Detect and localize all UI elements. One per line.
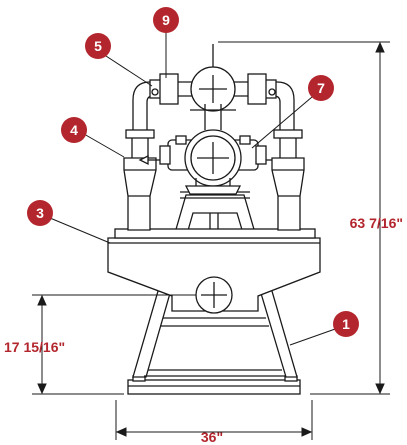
base-skid <box>127 375 301 395</box>
inlet-port <box>195 276 233 314</box>
svg-text:1: 1 <box>342 316 350 332</box>
callout-5: 5 <box>85 33 111 59</box>
leader-5 <box>105 55 153 87</box>
overall-height-label: 63 7/16" <box>350 215 403 231</box>
svg-text:4: 4 <box>70 122 78 138</box>
height-dimension-line <box>218 41 390 395</box>
right-dampener <box>271 129 305 231</box>
leader-4 <box>83 133 125 158</box>
svg-text:7: 7 <box>317 80 325 96</box>
svg-text:3: 3 <box>36 205 44 221</box>
leader-1 <box>289 327 339 346</box>
callout-3: 3 <box>27 200 53 226</box>
left-dampener <box>123 129 157 231</box>
drip-pan-manifold <box>107 228 321 312</box>
leader-3 <box>49 217 111 244</box>
pump-center-body <box>138 104 272 195</box>
callout-1: 1 <box>333 311 359 337</box>
callout-7: 7 <box>308 75 334 101</box>
svg-text:5: 5 <box>94 38 102 54</box>
leader-7 <box>251 96 313 149</box>
callout-9: 9 <box>153 7 179 33</box>
top-discharge-port <box>159 44 267 112</box>
inlet-height-dimension-line <box>32 294 196 395</box>
svg-text:9: 9 <box>162 12 170 28</box>
width-dimension-line <box>115 400 313 440</box>
callout-4: 4 <box>61 117 87 143</box>
base-width-label: 36" <box>201 429 223 445</box>
inlet-height-label: 17 15/16" <box>4 339 65 355</box>
